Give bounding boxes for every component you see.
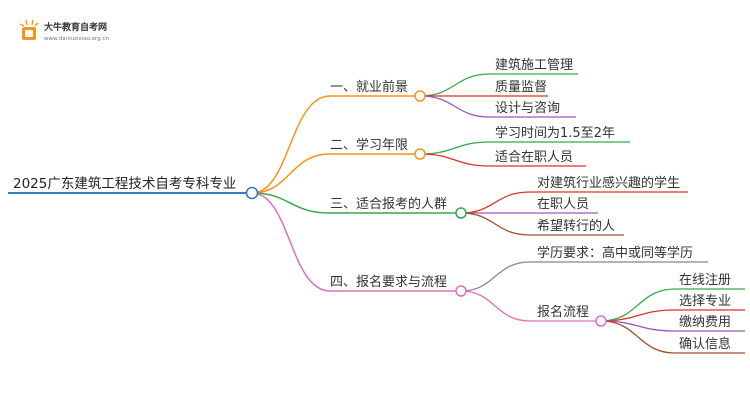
leaf-years-0: 学习时间为1.5至2年 [495, 125, 615, 141]
leaf-audience-0: 对建筑行业感兴趣的学生 [537, 175, 680, 191]
leaf-process-1: 选择专业 [679, 294, 731, 309]
branch-requirements-circle[interactable] [455, 285, 467, 297]
logo-title: 大牛教育自考网 [44, 21, 107, 33]
leaf-process-0: 在线注册 [679, 273, 731, 288]
logo-url: www.daniuzixiao.org.cn [44, 36, 109, 42]
leaf-jobs-2: 设计与咨询 [495, 101, 560, 116]
leaf-audience-2: 希望转行的人 [537, 218, 615, 234]
connector-root-requirements [251, 192, 461, 292]
branch-audience-label: 三、适合报考的人群 [330, 196, 447, 212]
sub-branch-process-label: 报名流程 [537, 304, 589, 320]
leaf-jobs-1: 质量监督 [495, 80, 547, 95]
branch-years-circle[interactable] [414, 148, 426, 160]
leaf-jobs-0: 建筑施工管理 [495, 57, 573, 73]
branch-requirements-label: 四、报名要求与流程 [330, 274, 447, 290]
branch-jobs-circle[interactable] [414, 90, 426, 102]
node-circles [245, 90, 607, 327]
branch-years-label: 二、学习年限 [330, 137, 408, 153]
connector-root-jobs [251, 95, 420, 194]
node-labels: 2025广东建筑工程技术自考专科专业 一、就业前景 二、学习年限 三、适合报考的… [13, 57, 731, 352]
branch-jobs-label: 一、就业前景 [330, 79, 408, 95]
connectors [8, 73, 745, 354]
leaf-years-1: 适合在职人员 [495, 150, 573, 165]
logo: 大牛教育自考网 www.daniuzixiao.org.cn [19, 19, 109, 42]
leaf-audience-1: 在职人员 [537, 197, 589, 212]
root-label: 2025广东建筑工程技术自考专科专业 [13, 176, 236, 192]
connector-root-years [251, 153, 420, 194]
leaf-process-2: 缴纳费用 [679, 315, 731, 330]
branch-audience-circle[interactable] [455, 207, 467, 219]
leaf-process-3: 确认信息 [679, 336, 731, 352]
logo-icon [19, 19, 39, 40]
root-node-circle[interactable] [245, 186, 259, 200]
connector-root-audience [251, 192, 461, 214]
sub-branch-process-circle[interactable] [595, 315, 607, 327]
leaf-requirements-0: 学历要求：高中或同等学历 [537, 245, 693, 261]
